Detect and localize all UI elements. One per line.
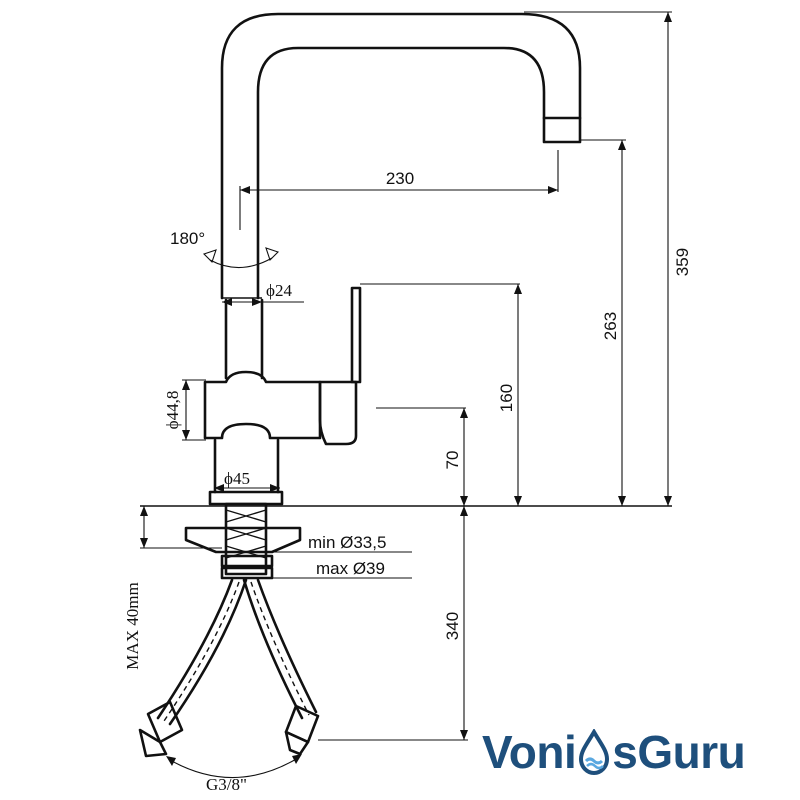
dim-rotation: 180° xyxy=(170,229,205,248)
spout-inner-line xyxy=(256,46,546,300)
nut-2 xyxy=(220,566,274,580)
dim-base-diameter: ϕ45 xyxy=(224,469,250,488)
brand-logo: Voni sGuru xyxy=(482,722,746,782)
lever-handle xyxy=(350,286,362,384)
water-drop-icon xyxy=(579,729,610,775)
dim-hole-min: min Ø33,5 xyxy=(308,533,386,552)
dim-hole-max: max Ø39 xyxy=(316,559,385,578)
fitting-right-end xyxy=(284,730,310,756)
dim-thread: G3/8" xyxy=(206,775,247,794)
rotation-arc xyxy=(209,257,273,269)
base-plate xyxy=(208,490,284,506)
dim-spout-reach: 230 xyxy=(386,169,414,188)
body-cylinder xyxy=(203,370,322,440)
hose-right-outer xyxy=(242,578,304,720)
mounting xyxy=(140,502,672,580)
hose-left-inner xyxy=(168,578,248,726)
logo-text-part2: sGuru xyxy=(612,726,746,778)
fitting-left-end xyxy=(138,728,168,758)
aerator xyxy=(542,116,582,144)
hose-right-braid xyxy=(250,581,310,716)
dim-body-height: 160 xyxy=(497,384,516,412)
dim-aerator-height: 263 xyxy=(601,312,620,340)
hose-left-outer xyxy=(156,578,234,720)
spout xyxy=(220,12,582,380)
fitting-right xyxy=(284,704,320,744)
lever-housing xyxy=(318,380,358,446)
dim-lever-height: 70 xyxy=(443,451,462,470)
logo-text-part1: Voni xyxy=(482,726,577,778)
nut-1 xyxy=(220,554,274,568)
hose-left-braid xyxy=(163,581,240,722)
dim-max-thickness: MAX 40mm xyxy=(123,582,142,669)
thread-arc xyxy=(169,757,299,779)
fitting-left xyxy=(146,700,184,744)
flexible-hoses xyxy=(138,578,320,758)
dim-hose-length: 340 xyxy=(443,612,462,640)
hose-right-inner xyxy=(256,578,318,714)
spout-outer-line xyxy=(220,12,582,300)
dim-total-height: 359 xyxy=(673,248,692,276)
dim-body-diameter: ϕ44,8 xyxy=(163,391,182,430)
dimension-lines: 359 263 160 70 230 xyxy=(123,11,692,794)
dim-spout-diameter: ϕ24 xyxy=(266,281,292,300)
